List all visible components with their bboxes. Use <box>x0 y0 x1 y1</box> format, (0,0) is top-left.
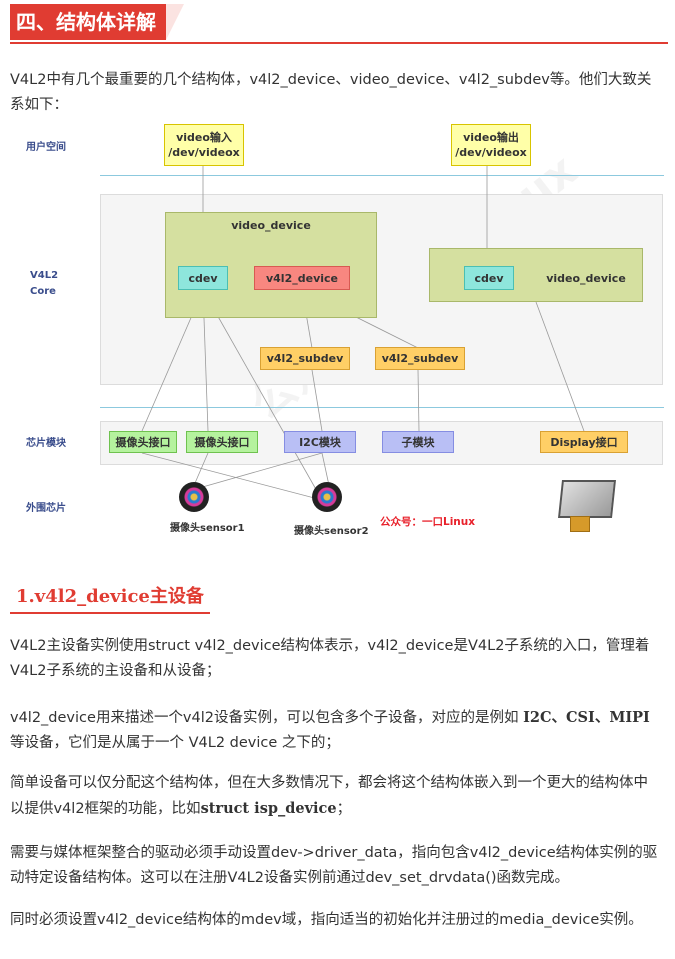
paragraph-3: 简单设备可以仅分配这个结构体，但在大多数情况下，都会将这个结构体嵌入到一个更大的… <box>10 771 662 822</box>
sensor-2-caption: 摄像头sensor2 <box>294 526 369 537</box>
video-input-path: /dev/videox <box>168 146 240 159</box>
label-external-chip: 外围芯片 <box>26 503 66 514</box>
paragraph-2-text-end: 等设备，它们是从属于一个 V4L2 device 之下的； <box>10 735 340 751</box>
chip-camera-interface-1: 摄像头接口 <box>109 431 177 453</box>
video-output-label: video输出 <box>463 131 519 144</box>
v4l2-subdev-node-2: v4l2_subdev <box>375 347 465 370</box>
section-title: 四、结构体详解 <box>10 4 184 40</box>
chip-sub-module: 子模块 <box>382 431 454 453</box>
paragraph-2-text: v4l2_device用来描述一个v4l2设备实例，可以包含多个子设备，对应的是… <box>10 710 524 726</box>
video-input-node: video输入/dev/videox <box>164 124 244 166</box>
label-user-space: 用户空间 <box>26 142 66 153</box>
brand-caption: 公众号：一口Linux <box>380 516 476 528</box>
section-heading: 四、结构体详解 <box>10 4 668 44</box>
label-chip-module: 芯片模块 <box>26 438 66 449</box>
paragraph-3-bold: struct isp_device <box>200 800 337 817</box>
label-core: Core <box>30 286 56 297</box>
video-device-title: video_device <box>231 219 311 232</box>
connection-lines <box>141 166 585 501</box>
paragraph-2-bold: I2C、CSI、MIPI <box>523 709 650 726</box>
separator-line <box>100 175 664 176</box>
video-device-right-label: video_device <box>546 271 626 285</box>
display-connector-icon <box>570 516 590 532</box>
chip-i2c-module: I2C模块 <box>284 431 356 453</box>
video-device-container: video_device <box>165 212 377 318</box>
v4l2-device-node: v4l2_device <box>254 266 350 290</box>
paragraph-4: 需要与媒体框架整合的驱动必须手动设置dev->driver_data，指向包含v… <box>10 845 658 886</box>
cdev-node-right: cdev <box>464 266 514 290</box>
paragraph-2: v4l2_device用来描述一个v4l2设备实例，可以包含多个子设备，对应的是… <box>10 705 662 756</box>
video-output-path: /dev/videox <box>455 146 527 159</box>
video-output-node: video输出/dev/videox <box>451 124 531 166</box>
paragraph-3-text-end: ； <box>336 801 352 817</box>
video-input-label: video输入 <box>176 131 232 144</box>
separator-line <box>100 407 664 408</box>
paragraph-5: 同时必须设置v4l2_device结构体的mdev域，指向适当的初始化并注册过的… <box>10 912 643 928</box>
display-panel-icon <box>558 480 616 518</box>
paragraph-1: V4L2主设备实例使用struct v4l2_device结构体表示，v4l2_… <box>10 638 650 679</box>
camera-sensor-1-icon <box>179 482 209 512</box>
subsection-title: 1.v4l2_device主设备 <box>10 580 210 614</box>
camera-sensor-2-icon <box>312 482 342 512</box>
cdev-node-left: cdev <box>178 266 228 290</box>
chip-camera-interface-2: 摄像头接口 <box>186 431 258 453</box>
paragraph-3-text: 简单设备可以仅分配这个结构体，但在大多数情况下，都会将这个结构体嵌入到一个更大的… <box>10 775 648 817</box>
sensor-1-caption: 摄像头sensor1 <box>170 523 245 534</box>
label-v4l2: V4L2 <box>30 270 59 281</box>
intro-paragraph: V4L2中有几个最重要的几个结构体，v4l2_device、video_devi… <box>10 72 652 113</box>
chip-display-interface: Display接口 <box>540 431 628 453</box>
v4l2-architecture-diagram: 公众号：一口Linux 用户空间 V4L2 Core 芯片模块 外围芯片 vid… <box>12 122 664 542</box>
v4l2-subdev-node-1: v4l2_subdev <box>260 347 350 370</box>
